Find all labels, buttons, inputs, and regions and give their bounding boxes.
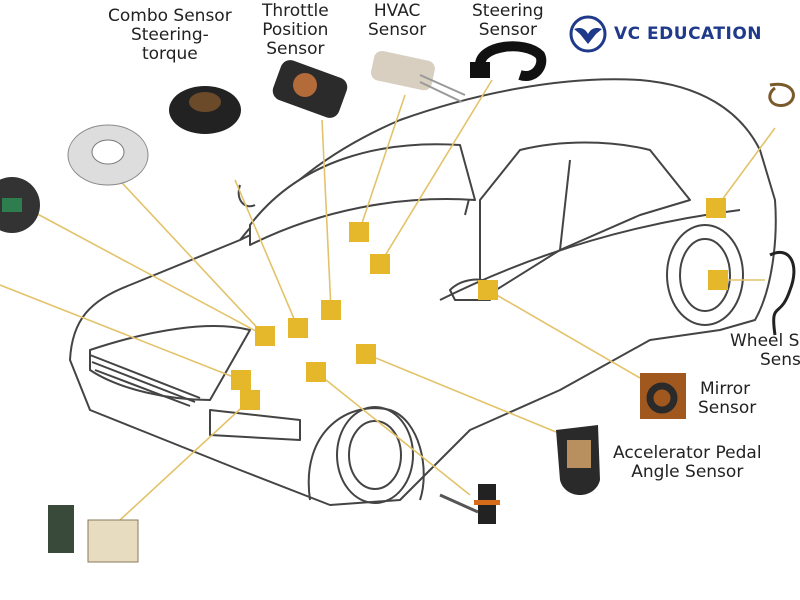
label-steering-sensor: Steering Sensor: [472, 2, 544, 40]
sensor-marker: [231, 370, 251, 390]
label-line: Throttle: [262, 1, 329, 21]
steering-torque-ring-image: [67, 124, 149, 186]
label-line: Angle Sensor: [631, 462, 744, 482]
label-combo-sensor: Combo Sensor Steering- torque: [108, 7, 232, 64]
leader-line: [379, 79, 493, 265]
label-throttle-sensor: Throttle Position Sensor: [262, 2, 329, 59]
sensor-marker: [321, 300, 341, 320]
leader-line: [358, 94, 406, 233]
label-wheel-sensor: Wheel S Sens: [730, 332, 800, 370]
label-line: Steering-: [130, 25, 209, 45]
throttle-sensor-image: [272, 60, 348, 118]
label-line: Sensor: [478, 20, 537, 40]
label-line: Mirror: [700, 379, 751, 399]
leader-line: [487, 289, 641, 379]
sensor-marker: [288, 318, 308, 338]
left-sensor-image: [0, 177, 40, 233]
wheel-cable-image: [768, 82, 796, 336]
sensor-markers: [231, 198, 728, 410]
label-line: Accelerator Pedal: [613, 443, 762, 463]
label-line: Wheel S: [730, 331, 800, 351]
leader-line: [365, 353, 557, 433]
label-accelerator-sensor: Accelerator Pedal Angle Sensor: [613, 444, 762, 482]
connector-sensor-image: [48, 505, 139, 563]
leader-lines: [0, 79, 776, 521]
leader-line: [315, 371, 471, 496]
car-outline: [69, 78, 777, 506]
leader-line: [234, 179, 299, 329]
leader-line: [109, 169, 266, 337]
label-line: Sensor: [698, 398, 757, 418]
mirror-sensor-image: [640, 373, 686, 419]
label-line: Position: [262, 20, 329, 40]
sensor-marker: [708, 270, 728, 290]
steering-sensor-image: [470, 41, 547, 81]
hvac-sensor-image: [370, 50, 466, 103]
sensor-marker: [706, 198, 726, 218]
accelerator-sensor-image: [556, 425, 600, 495]
leader-line: [321, 119, 332, 311]
crank-sensor-image: [439, 484, 500, 524]
sensor-marker: [370, 254, 390, 274]
label-line: Combo Sensor: [108, 6, 232, 26]
sensor-images: [0, 41, 796, 563]
sensor-marker: [349, 222, 369, 242]
label-line: torque: [141, 44, 198, 64]
sensor-marker: [478, 280, 498, 300]
sensor-marker: [356, 344, 376, 364]
logo-text: VC EDUCATION: [614, 24, 762, 44]
eagle-logo-icon: [569, 15, 607, 53]
leader-line: [119, 399, 251, 521]
sensor-marker: [240, 390, 260, 410]
leader-line: [0, 284, 242, 381]
label-line: HVAC: [373, 1, 421, 21]
leader-line: [29, 209, 266, 337]
leader-line: [715, 127, 776, 209]
label-mirror-sensor: Mirror Sensor: [698, 380, 756, 418]
combo-sensor-image: [169, 86, 241, 134]
sensor-marker: [255, 326, 275, 346]
vc-education-logo: VC EDUCATION: [568, 14, 762, 54]
label-line: Steering: [472, 1, 544, 21]
label-line: Sensor: [368, 20, 427, 40]
label-line: Sensor: [266, 39, 325, 59]
label-line: Sens: [760, 350, 800, 370]
label-hvac-sensor: HVAC Sensor: [368, 2, 426, 40]
sensor-marker: [306, 362, 326, 382]
